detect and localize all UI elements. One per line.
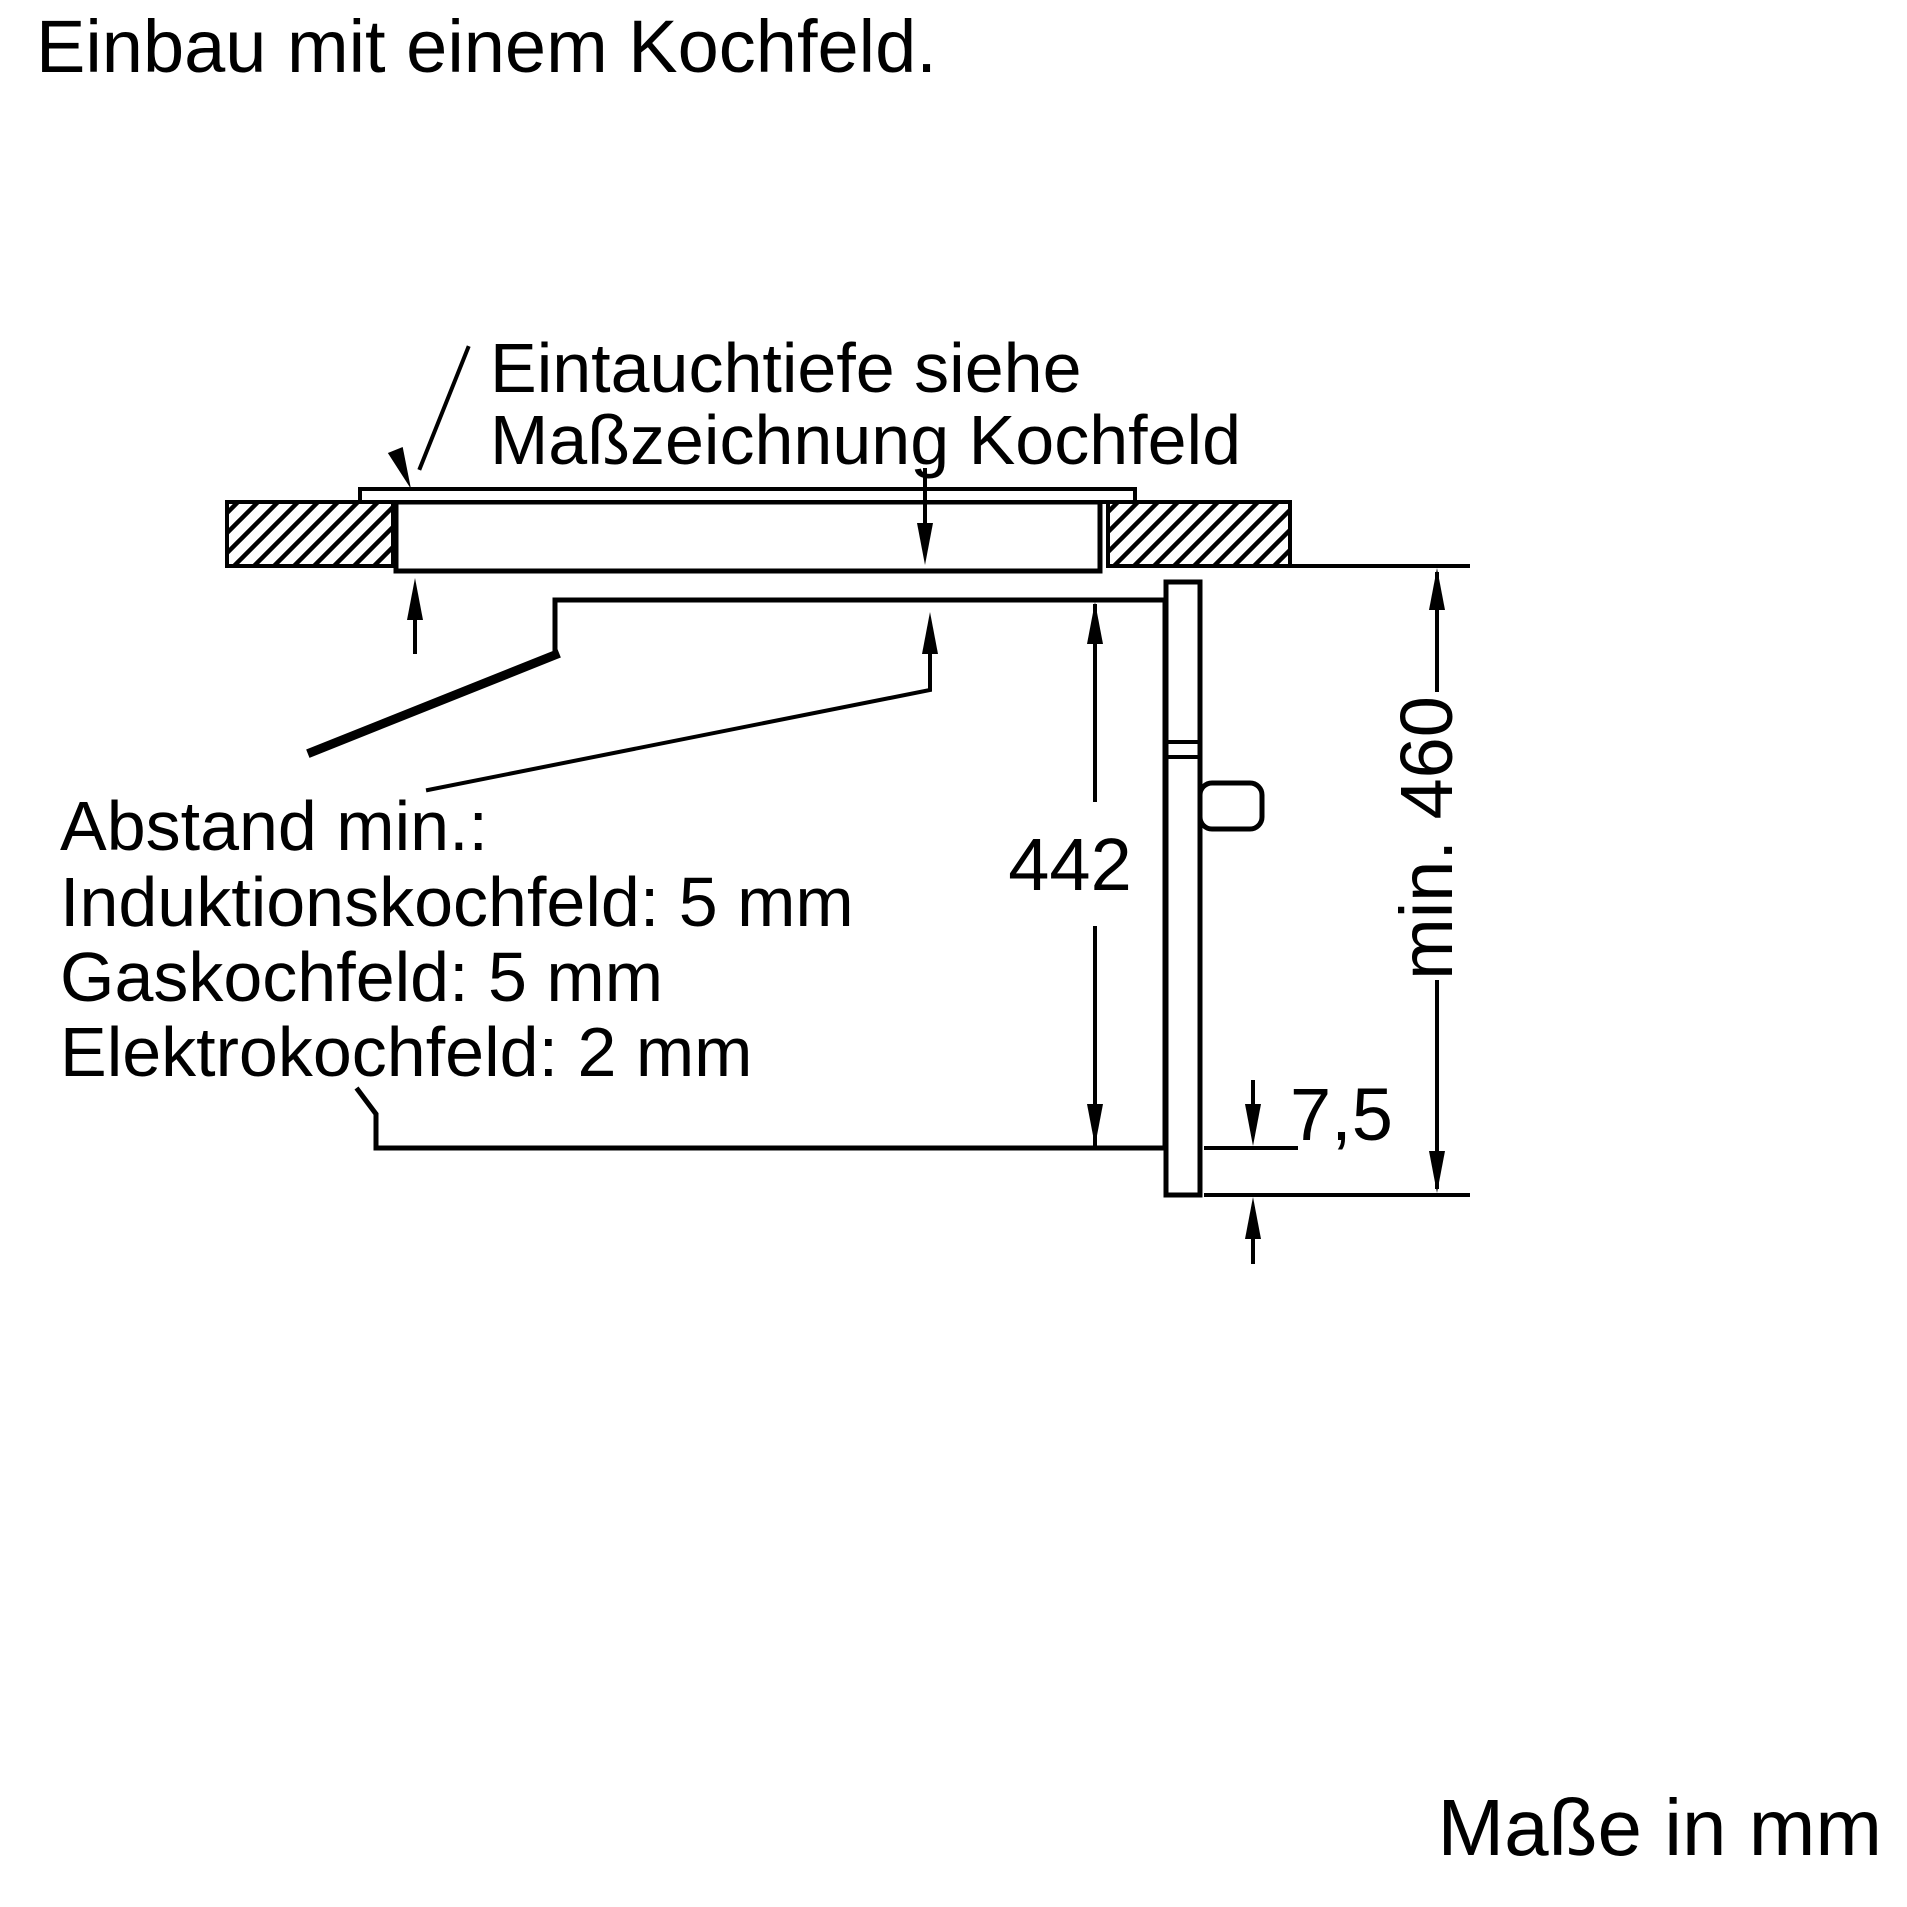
immersion-depth-note: Eintauchtiefe siehe Maßzeichnung Kochfel…: [387, 329, 1241, 565]
dim-460-extension-lines: [1204, 564, 1470, 1197]
clearance-heading: Abstand min.:: [60, 787, 488, 865]
oven: [306, 579, 1265, 1198]
immersion-note-line1: Eintauchtiefe siehe: [490, 329, 1082, 407]
clearance-note: Abstand min.: Induktionskochfeld: 5 mm G…: [60, 578, 938, 1091]
page-title: Einbau mit einem Kochfeld.: [36, 5, 937, 88]
clearance-induction: Induktionskochfeld: 5 mm: [60, 863, 854, 941]
dim-75-label: 7,5: [1290, 1073, 1393, 1156]
dim-75-arrow-up-icon: [1245, 1197, 1261, 1239]
front-panel-joint: [1164, 740, 1202, 759]
dim-460-arrow-down-icon: [1429, 1151, 1445, 1193]
oven-vent-channel: [306, 649, 561, 758]
clearance-arrow-left-icon: [407, 578, 423, 620]
units-note: Maße in mm: [1438, 1783, 1883, 1872]
clearance-gas: Gaskochfeld: 5 mm: [60, 938, 663, 1016]
dimension-front-overhang: 7,5: [1204, 1073, 1393, 1264]
control-knob: [1197, 780, 1265, 832]
dimension-niche-height: 442: [1008, 602, 1132, 1146]
cooktop-glass-flange: [358, 487, 1137, 504]
cooktop-body: [393, 499, 1103, 574]
immersion-arrow-left-icon: [387, 447, 411, 489]
immersion-note-line2: Maßzeichnung Kochfeld: [490, 401, 1241, 479]
clearance-leader-right: [425, 626, 932, 793]
dim-75-arrow-down-icon: [1245, 1104, 1261, 1146]
clearance-electric: Elektrokochfeld: 2 mm: [60, 1013, 752, 1091]
dim-442-arrow-up-icon: [1087, 602, 1103, 644]
dim-460-label: min. 460: [1385, 696, 1468, 980]
dim-460-arrow-up-icon: [1429, 568, 1445, 610]
oven-front-panel: [1163, 579, 1203, 1198]
immersion-arrow-center-icon: [917, 523, 933, 565]
countertop-right-section: [1106, 500, 1292, 568]
cooktop: [358, 487, 1137, 574]
dim-442-label: 442: [1008, 823, 1131, 906]
countertop-left-section: [225, 500, 395, 568]
immersion-leader-left: [417, 345, 471, 471]
clearance-arrow-right-icon: [922, 612, 938, 654]
dim-442-arrow-down-icon: [1087, 1104, 1103, 1146]
countertop: [225, 500, 1292, 568]
dimension-min-height: min. 460: [1204, 564, 1470, 1197]
